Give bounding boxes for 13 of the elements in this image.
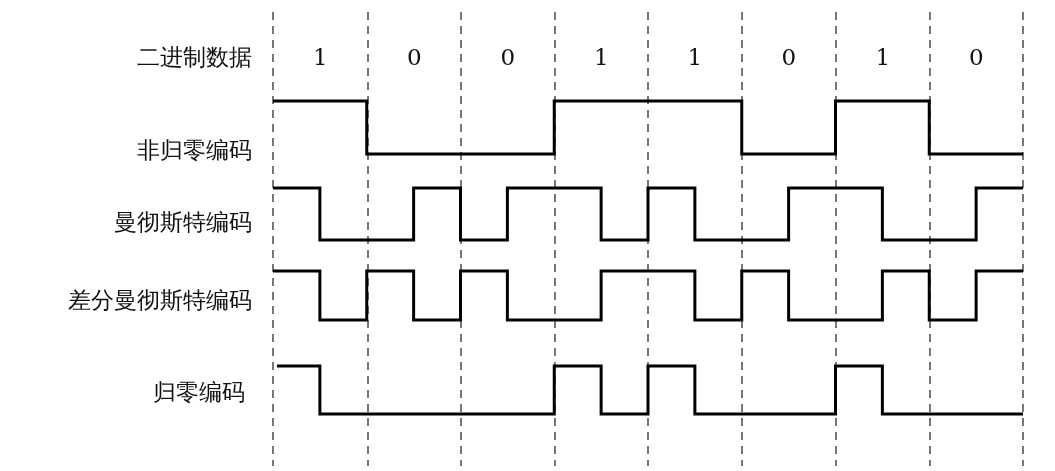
bit-value: 1 — [875, 43, 891, 71]
bit-value: 1 — [313, 43, 328, 71]
bit-value: 1 — [594, 43, 609, 71]
row-label: 差分曼彻斯特编码 — [68, 286, 252, 314]
row-label: 归零编码 — [153, 378, 245, 406]
bit-value: 1 — [687, 43, 703, 71]
row-label: 二进制数据 — [137, 43, 252, 71]
bit-value: 0 — [407, 43, 422, 71]
bit-value: 0 — [781, 43, 797, 71]
row-label: 非归零编码 — [137, 136, 252, 164]
row-label: 曼彻斯特编码 — [114, 208, 252, 236]
bit-value: 0 — [969, 43, 984, 71]
bit-value: 0 — [500, 43, 516, 71]
